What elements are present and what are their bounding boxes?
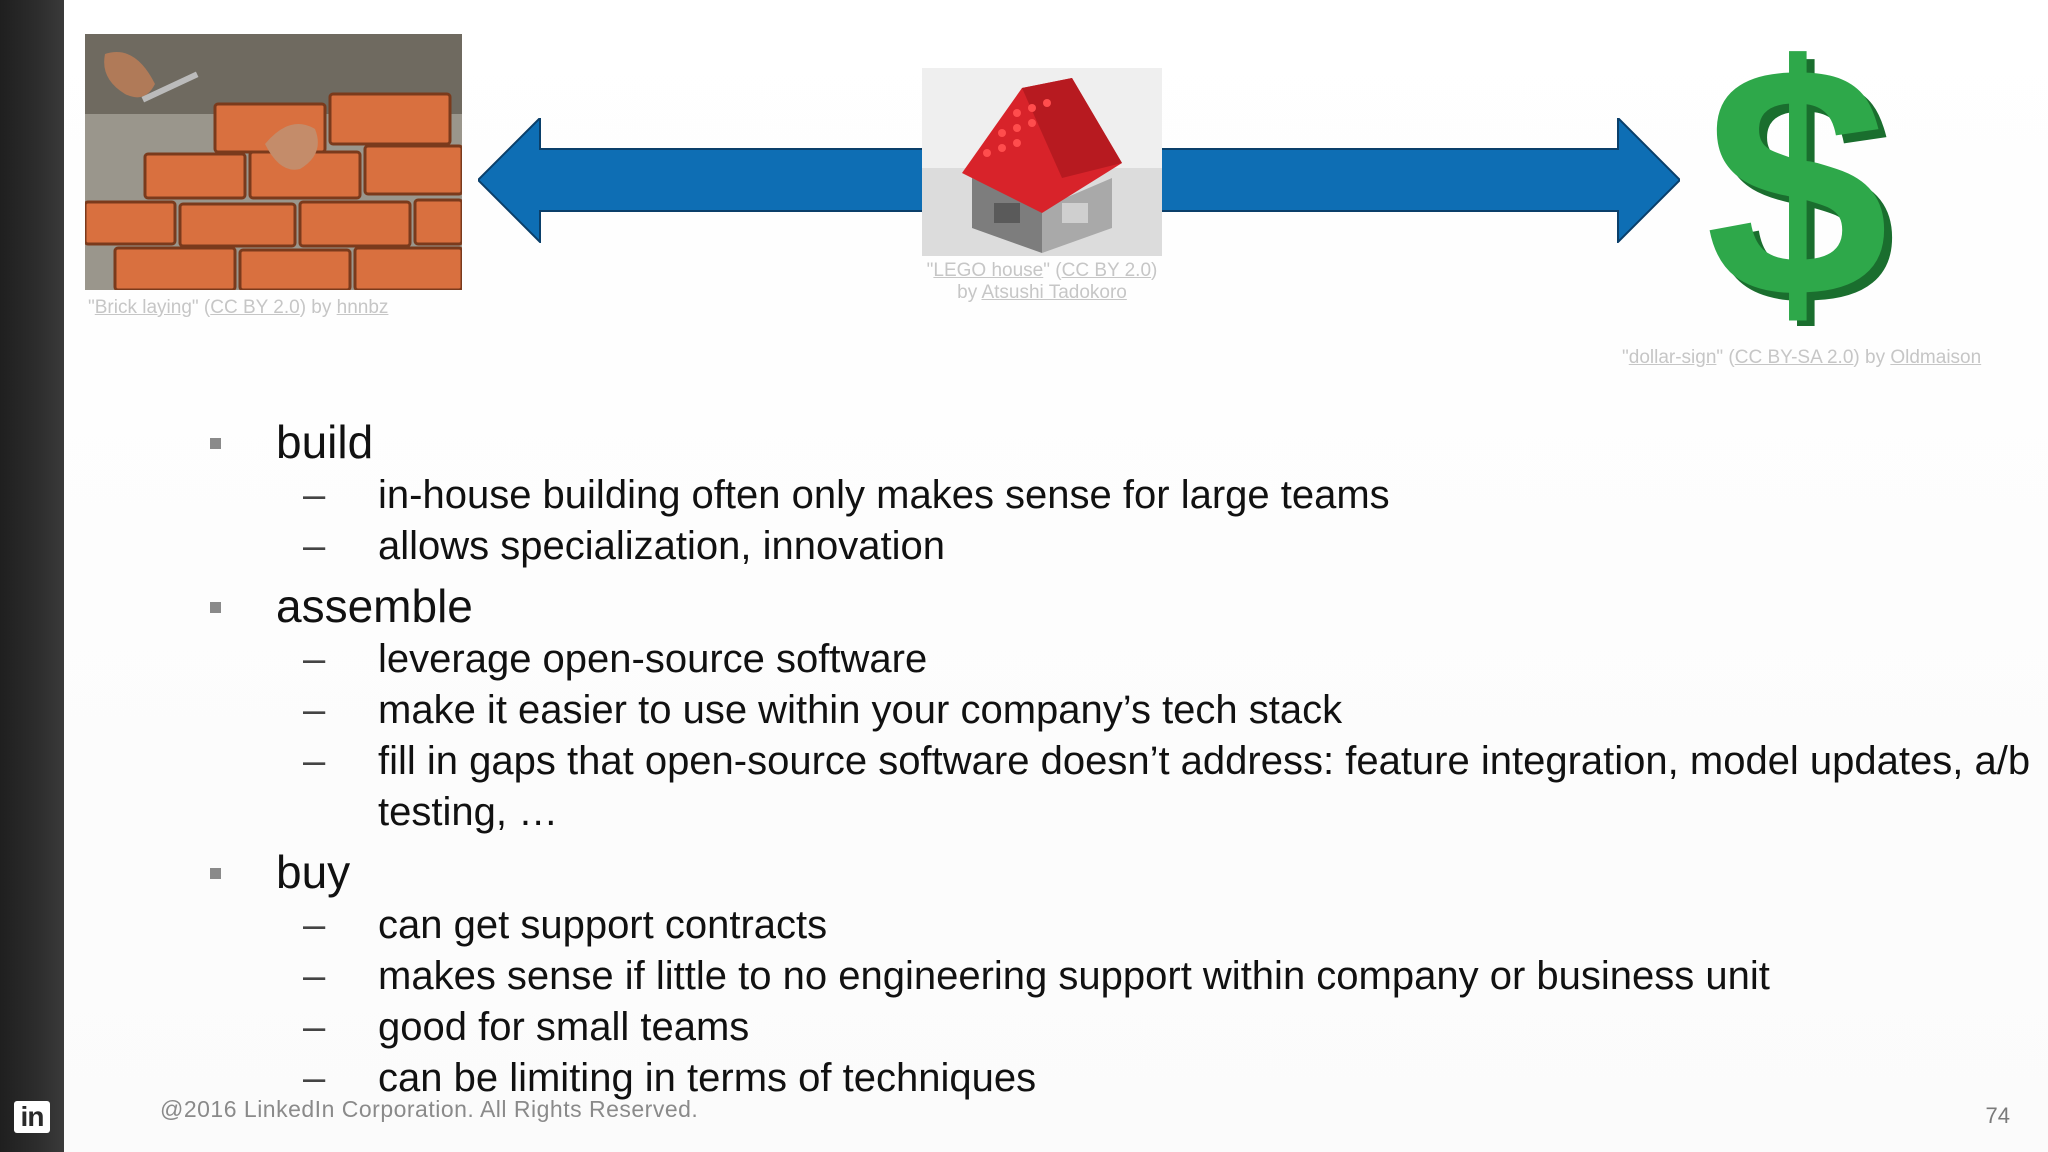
dash-icon: – (303, 524, 326, 568)
copyright-footer: @2016 LinkedIn Corporation. All Rights R… (160, 1096, 699, 1122)
dash-icon: – (303, 473, 326, 517)
sub-bullet: – can be limiting in terms of techniques (200, 1053, 2048, 1104)
page-number: 74 (1985, 1103, 2010, 1128)
sub-bullet: – fill in gaps that open-source software … (200, 736, 2048, 838)
dollar-credit-title-link[interactable]: dollar-sign (1628, 347, 1717, 368)
sub-bullet: – makes sense if little to no engineering… (200, 951, 2048, 1002)
dash-icon: – (303, 1056, 326, 1100)
right-arrow-icon (1160, 118, 1680, 243)
dash-icon: – (303, 903, 326, 947)
dash-icon: – (303, 637, 326, 681)
lego-credit-line2: by Atsushi Tadokoro (922, 282, 1162, 304)
linkedin-logo-icon: in (14, 1101, 50, 1133)
sub-bullet-text: can get support contracts (378, 903, 828, 947)
brick-credit-title-link[interactable]: Brick laying (94, 297, 192, 318)
sub-bullet-text: makes sense if little to no engineering … (378, 954, 1770, 998)
brick-laying-photo (85, 34, 462, 290)
lego-house-photo (922, 68, 1162, 256)
sub-bullet: – good for small teams (200, 1002, 2048, 1053)
sub-bullet: – leverage open-source software (200, 634, 2048, 685)
sub-bullet: – make it easier to use within your compa… (200, 685, 2048, 736)
sub-bullet-text: in-house building often only makes sense… (378, 473, 1390, 517)
credit-sep: ) by (1853, 347, 1891, 368)
sub-bullet-text: can be limiting in terms of techniques (378, 1056, 1037, 1100)
credit-sep: ) by (299, 297, 337, 318)
dollar-credit-author-link[interactable]: Oldmaison (1890, 347, 1982, 368)
lego-credit-license-link[interactable]: CC BY 2.0 (1061, 260, 1152, 281)
brick-credit-author-link[interactable]: hnnbz (336, 297, 389, 318)
sub-bullet-text: fill in gaps that open-source software d… (378, 739, 2031, 834)
sub-bullet-text: make it easier to use within your compan… (378, 688, 1343, 732)
credit-sep: " ( (1043, 260, 1062, 281)
bullet-heading: build (276, 416, 374, 468)
linkedin-logo-text: in (20, 1101, 45, 1132)
quote: " (88, 297, 95, 318)
bullet-assemble: assemble (200, 578, 2000, 634)
sub-bullet: – can get support contracts (200, 900, 2048, 951)
credit-sep: " ( (191, 297, 211, 318)
dash-icon: – (303, 954, 326, 998)
dash-icon: – (303, 739, 326, 783)
bullet-list: build – in-house building often only make… (200, 408, 2030, 1104)
bullet-heading: assemble (276, 580, 473, 632)
quote: " (926, 260, 934, 281)
dollar-credit-license-link[interactable]: CC BY-SA 2.0 (1734, 347, 1854, 368)
sub-bullet: – in-house building often only makes sens… (200, 470, 2048, 521)
credit-by: by (957, 282, 982, 303)
credit-sep: " ( (1716, 347, 1735, 368)
lego-credit-author-link[interactable]: Atsushi Tadokoro (981, 282, 1127, 303)
brick-photo-credit: "Brick laying" (CC BY 2.0) by hnnbz (88, 297, 388, 319)
svg-text:$: $ (1705, 14, 1889, 326)
left-sidebar-band: in (0, 0, 64, 1152)
quote: " (1622, 347, 1629, 368)
dash-icon: – (303, 688, 326, 732)
dollar-sign-icon: $ $ (1690, 0, 1920, 374)
lego-photo-credit: "LEGO house" (CC BY 2.0) by Atsushi Tado… (922, 260, 1162, 304)
left-arrow-icon (478, 118, 925, 243)
bullet-square-icon (210, 602, 221, 613)
credit-sep: ) (1151, 260, 1158, 281)
sub-bullet-text: allows specialization, innovation (378, 524, 945, 568)
bullet-square-icon (210, 438, 221, 449)
bullet-buy: buy (200, 844, 2000, 900)
bullet-square-icon (210, 868, 221, 879)
svg-text:$: $ (1713, 14, 1897, 326)
dollar-photo-credit: "dollar-sign" (CC BY-SA 2.0) by Oldmaiso… (1622, 347, 1981, 369)
bullet-heading: buy (276, 846, 351, 898)
sub-bullet: – allows specialization, innovation (200, 521, 2048, 572)
sub-bullet-text: good for small teams (378, 1005, 750, 1049)
bullet-build: build (200, 414, 2000, 470)
dash-icon: – (303, 1005, 326, 1049)
lego-credit-title-link[interactable]: LEGO house (933, 260, 1044, 281)
lego-credit-line1: "LEGO house" (CC BY 2.0) (922, 260, 1162, 282)
sub-bullet-text: leverage open-source software (378, 637, 928, 681)
brick-credit-license-link[interactable]: CC BY 2.0 (210, 297, 300, 318)
